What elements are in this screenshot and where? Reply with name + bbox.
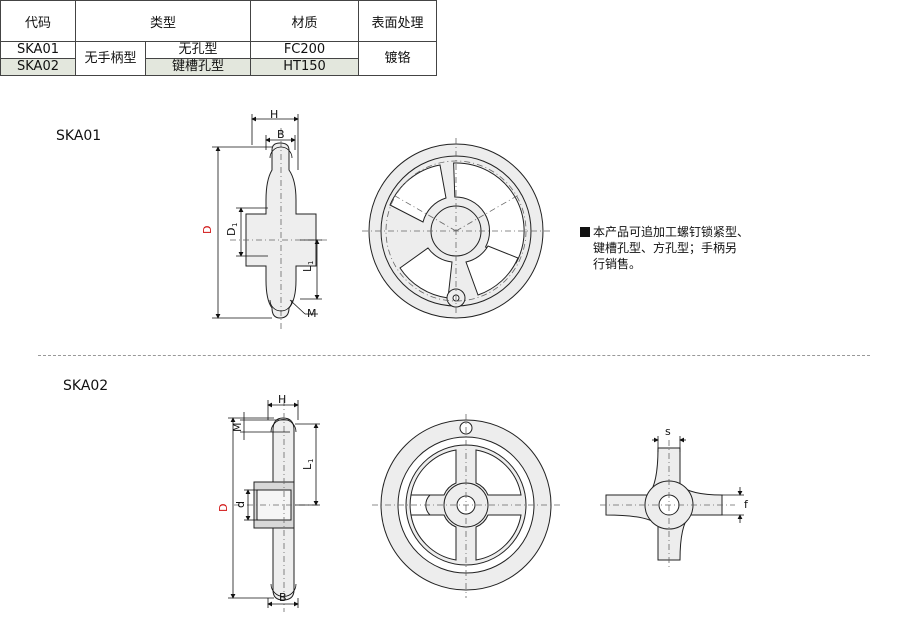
dim-f: f <box>744 498 749 511</box>
dim-l1-1: L <box>301 265 314 272</box>
dim-d1-sub: 1 <box>231 223 239 227</box>
product-note: 本产品可追加工螺钉锁紧型、 键槽孔型、方孔型；手柄另 行销售。 <box>580 224 780 272</box>
note-line-1: 本产品可追加工螺钉锁紧型、 <box>593 225 750 239</box>
finish: 镀铬 <box>358 41 437 76</box>
section1-title: SKA01 <box>56 128 102 144</box>
header-type: 类型 <box>75 0 251 42</box>
dim-small-d: d <box>234 501 247 508</box>
dim-l1-sub: 1 <box>307 261 315 265</box>
dim-d-1: D <box>201 226 214 234</box>
dim-m-2: M <box>231 423 244 433</box>
row-ska01-type: 无孔型 <box>145 41 251 59</box>
spec-table: 代码 类型 材质 表面处理 SKA01 无手柄型 无孔型 FC200 镀铬 SK… <box>0 0 437 76</box>
header-code: 代码 <box>0 0 76 42</box>
bullet-square-icon <box>580 227 590 237</box>
dim-b-1: B <box>277 128 285 141</box>
ska02-hub-detail <box>605 447 723 561</box>
dim-m-1: M <box>307 307 317 320</box>
dim-l1-2-sub: 1 <box>307 459 315 463</box>
note-line-3: 行销售。 <box>593 257 642 271</box>
dim-l1-2: L <box>301 463 314 470</box>
row-ska02-material: HT150 <box>250 58 359 76</box>
section2-title: SKA02 <box>63 378 109 394</box>
dim-d-2: D <box>217 504 230 512</box>
type-main: 无手柄型 <box>75 41 146 76</box>
note-line-2: 键槽孔型、方孔型；手柄另 <box>593 241 738 255</box>
dim-s: s <box>665 425 671 438</box>
header-finish: 表面处理 <box>358 0 437 42</box>
dim-b-2: B <box>279 591 287 604</box>
dim-h-2: H <box>278 393 286 406</box>
dim-d1-1: D <box>225 228 238 236</box>
dim-h-1: H <box>270 108 278 121</box>
row-ska02-code: SKA02 <box>0 58 76 76</box>
ska02-side-view <box>253 417 295 601</box>
row-ska02-type: 键槽孔型 <box>145 58 251 76</box>
section-divider <box>38 355 870 356</box>
